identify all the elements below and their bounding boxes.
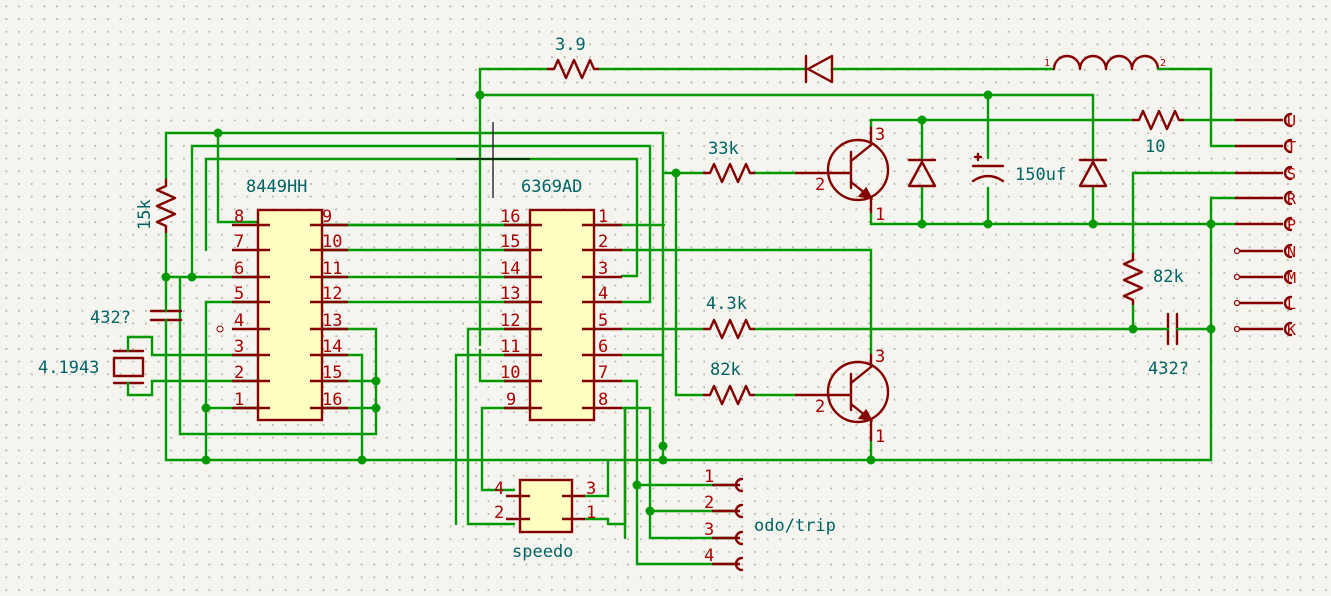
connector-pin-n: N bbox=[1287, 243, 1296, 261]
right-connector[interactable]: U T S R P N M L K bbox=[1233, 112, 1298, 339]
ic-8449hh-pin-12: 12 bbox=[322, 284, 342, 304]
ic-8449hh-pin-10: 10 bbox=[322, 232, 342, 252]
ic-8449hh-pin-7: 7 bbox=[234, 232, 244, 252]
resistor-82k-bottom-value: 82k bbox=[710, 360, 741, 380]
ic-6369ad-name: 6369AD bbox=[521, 177, 582, 197]
ic-6369ad-pin-16: 16 bbox=[500, 207, 520, 227]
odo-pin-1: 1 bbox=[704, 467, 714, 487]
transistor-top-pin-b: 2 bbox=[815, 175, 825, 195]
resistor-82k-bottom[interactable]: 82k bbox=[702, 360, 756, 406]
transistor-bottom-pin-e: 1 bbox=[875, 427, 885, 447]
inductor[interactable]: 1 2 bbox=[1043, 54, 1174, 71]
cursor-crosshair bbox=[456, 122, 530, 198]
ic-8449hh-pin-4: 4 bbox=[234, 311, 244, 331]
transistor-top-pin-e: 1 bbox=[875, 205, 885, 225]
resistor-4-3k-value: 4.3k bbox=[706, 294, 747, 314]
capacitor-432-left[interactable]: 432? bbox=[90, 298, 183, 332]
ic-6369ad-pin-12: 12 bbox=[500, 311, 520, 331]
ic-8449hh-pin-5: 5 bbox=[234, 284, 244, 304]
ic-6369ad[interactable]: 6369AD 16 15 14 13 12 11 10 9 1 2 3 4 5 … bbox=[500, 177, 622, 422]
capacitor-432-right[interactable]: 432? bbox=[1148, 312, 1189, 379]
inductor-pin-2: 2 bbox=[1160, 58, 1166, 69]
transistor-bottom-pin-b: 2 bbox=[815, 397, 825, 417]
speedo-switch[interactable]: 4 3 2 1 speedo bbox=[494, 478, 610, 562]
resistor-3-9[interactable]: 3.9 bbox=[546, 35, 600, 80]
ic-6369ad-pin-5: 5 bbox=[598, 311, 608, 331]
ic-8449hh-pin-8: 8 bbox=[234, 207, 244, 227]
junctions bbox=[161, 90, 1216, 516]
connector-pin-k: K bbox=[1287, 321, 1296, 339]
ic-8449hh-pin-13: 13 bbox=[322, 311, 342, 331]
ic-8449hh[interactable]: 8449HH 8 7 6 5 4 3 2 1 9 10 11 12 13 14 … bbox=[216, 177, 348, 422]
ic-6369ad-pin-13: 13 bbox=[500, 284, 520, 304]
ic-8449hh-name: 8449HH bbox=[246, 177, 307, 197]
ic-8449hh-pin-16: 16 bbox=[322, 390, 342, 410]
ic-8449hh-pin-9: 9 bbox=[322, 207, 332, 227]
crystal-value: 4.1943 bbox=[38, 358, 99, 378]
odo-pin-3: 3 bbox=[704, 520, 714, 540]
ic-8449hh-pin-11: 11 bbox=[322, 259, 342, 279]
resistor-3-9-value: 3.9 bbox=[555, 35, 586, 55]
ic-8449hh-pin-3: 3 bbox=[234, 337, 244, 357]
inductor-pin-1: 1 bbox=[1044, 58, 1050, 69]
capacitor-432-left-value: 432? bbox=[90, 308, 131, 328]
ic-8449hh-pin-15: 15 bbox=[322, 363, 342, 383]
speedo-pin-2: 2 bbox=[494, 503, 504, 523]
connector-pin-p: P bbox=[1287, 216, 1296, 234]
transistor-top-pin-c: 3 bbox=[875, 125, 885, 145]
odo-pin-4: 4 bbox=[704, 546, 714, 566]
capacitor-432-right-value: 432? bbox=[1148, 359, 1189, 379]
crystal[interactable]: 4.1943 bbox=[38, 341, 145, 392]
ic-6369ad-pin-8: 8 bbox=[598, 390, 608, 410]
odo-trip-connector[interactable]: 1 2 3 4 odo/trip bbox=[704, 467, 836, 572]
connector-pin-m: M bbox=[1287, 269, 1296, 287]
resistor-33k-value: 33k bbox=[708, 139, 739, 159]
connector-pin-u: U bbox=[1287, 112, 1296, 130]
speedo-pin-1: 1 bbox=[586, 503, 596, 523]
resistor-10[interactable]: 10 bbox=[1131, 109, 1185, 157]
diode-left-vertical[interactable] bbox=[907, 158, 937, 188]
capacitor-150uf-value: 150uf bbox=[1015, 165, 1066, 185]
speedo-pin-4: 4 bbox=[494, 479, 504, 499]
ic-6369ad-pin-9: 9 bbox=[506, 390, 516, 410]
connector-pin-l: L bbox=[1287, 295, 1296, 313]
diode-top[interactable] bbox=[804, 54, 834, 84]
ic-6369ad-pin-7: 7 bbox=[598, 363, 608, 383]
connector-pin-r: R bbox=[1287, 190, 1297, 208]
ic-8449hh-pins bbox=[216, 223, 348, 410]
transistor-bottom-pin-c: 3 bbox=[875, 347, 885, 367]
ic-6369ad-pin-14: 14 bbox=[500, 259, 520, 279]
connector-pin-t: T bbox=[1287, 138, 1296, 156]
resistor-82k-right[interactable]: 82k bbox=[1122, 252, 1184, 306]
transistor-bottom[interactable]: 3 2 1 bbox=[794, 347, 890, 447]
speedo-pin-3: 3 bbox=[586, 479, 596, 499]
transistor-top[interactable]: 3 2 1 bbox=[794, 125, 890, 225]
connector-pin-s: S bbox=[1287, 165, 1296, 183]
ic-6369ad-pin-6: 6 bbox=[598, 337, 608, 357]
ic-6369ad-pin-2: 2 bbox=[598, 232, 608, 252]
ic-6369ad-pin-15: 15 bbox=[500, 232, 520, 252]
odo-pin-2: 2 bbox=[704, 493, 714, 513]
ic-8449hh-pin-1: 1 bbox=[234, 390, 244, 410]
ic-6369ad-pin-1: 1 bbox=[598, 207, 608, 227]
resistor-4-3k[interactable]: 4.3k bbox=[702, 294, 756, 340]
ic-6369ad-pin-11: 11 bbox=[500, 337, 520, 357]
resistor-10-value: 10 bbox=[1145, 137, 1165, 157]
ic-6369ad-pins bbox=[504, 223, 622, 410]
ic-8449hh-pin-6: 6 bbox=[234, 259, 244, 279]
odo-trip-label: odo/trip bbox=[754, 516, 836, 536]
resistor-82k-right-value: 82k bbox=[1153, 267, 1184, 287]
ic-8449hh-pin-14: 14 bbox=[322, 337, 342, 357]
speedo-name: speedo bbox=[512, 542, 573, 562]
ic-6369ad-pin-10: 10 bbox=[500, 363, 520, 383]
ic-6369ad-pin-3: 3 bbox=[598, 259, 608, 279]
ic-8449hh-pin-2: 2 bbox=[234, 363, 244, 383]
diode-right-vertical[interactable] bbox=[1078, 158, 1108, 188]
resistor-15k[interactable]: 15k bbox=[135, 178, 177, 234]
capacitor-150uf[interactable]: 150uf bbox=[971, 152, 1066, 185]
resistor-33k[interactable]: 33k bbox=[702, 139, 756, 184]
resistor-15k-value: 15k bbox=[135, 199, 155, 230]
ic-6369ad-pin-4: 4 bbox=[598, 284, 608, 304]
